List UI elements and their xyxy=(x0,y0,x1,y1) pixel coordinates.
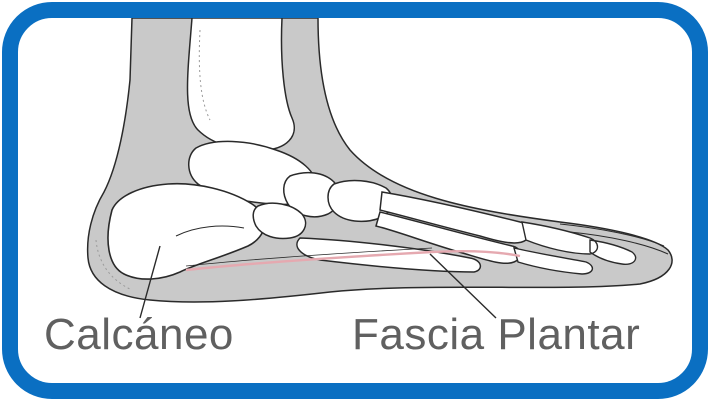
tibia-bone xyxy=(188,18,295,150)
calcaneus-label: Calcáneo xyxy=(44,313,234,357)
plantar-fascia-label: Fascia Plantar xyxy=(352,313,640,357)
